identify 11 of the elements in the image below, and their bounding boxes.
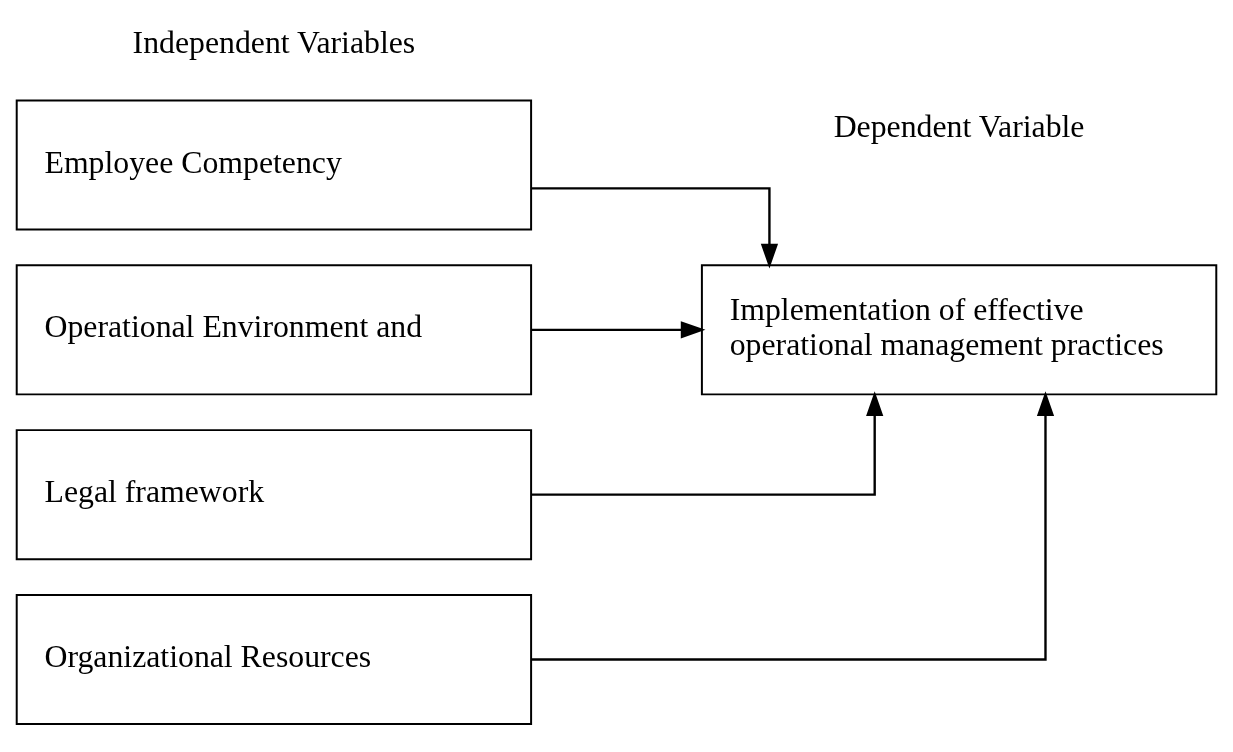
- node-box: Implementation of effective operational management practices: [700, 264, 1218, 396]
- node-box: Legal framework: [15, 429, 533, 561]
- arrow: [531, 321, 706, 339]
- label: Dependent Variable: [833, 108, 1085, 144]
- label: Independent Variables: [132, 25, 416, 61]
- node-box: Operational Environment and: [15, 264, 533, 396]
- arrow: [531, 391, 1055, 661]
- node-box: Employee Competency: [15, 99, 533, 231]
- node-box: Organizational Resources: [15, 593, 533, 726]
- arrow: [531, 187, 779, 269]
- arrow: [531, 391, 884, 496]
